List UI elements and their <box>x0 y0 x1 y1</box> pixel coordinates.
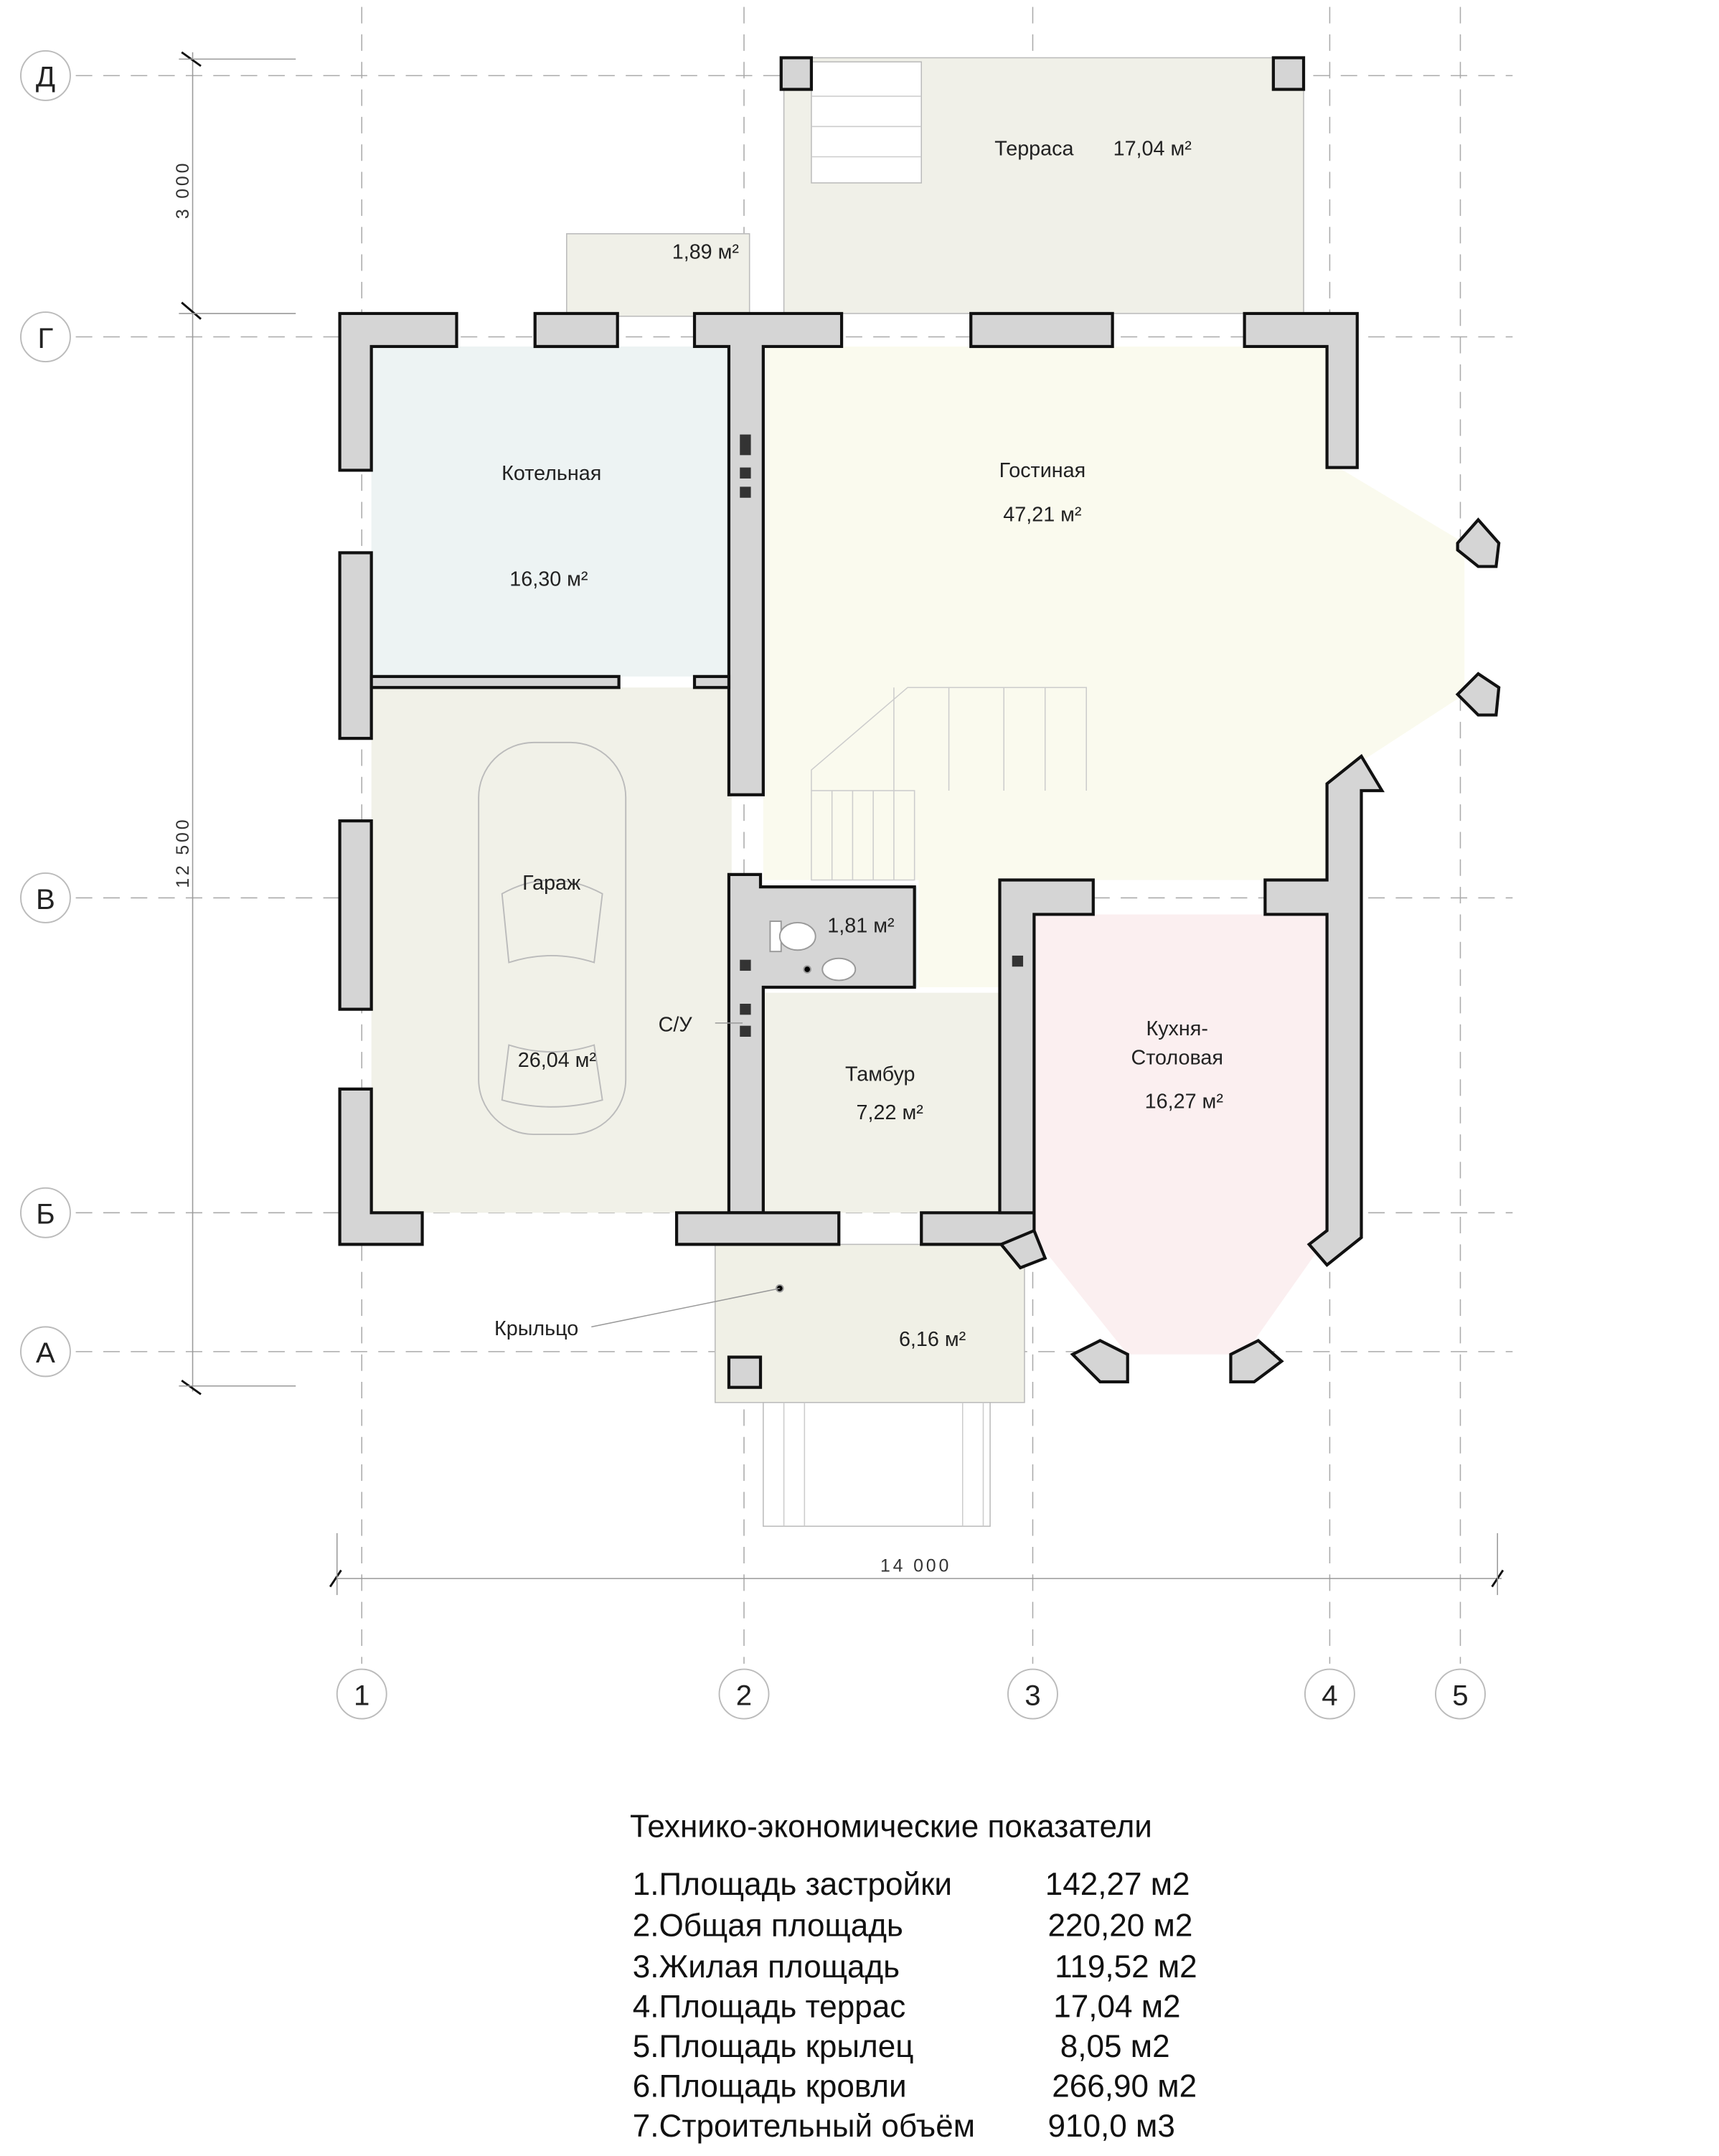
wc-name: С/У <box>659 1013 693 1036</box>
row-axis-markers: Д Г В Б А <box>20 50 71 1378</box>
indicator-label: 2.Общая площадь <box>633 1908 903 1943</box>
porch-leader-line <box>591 1287 780 1328</box>
indicator-label: 5.Площадь крылец <box>633 2029 914 2064</box>
axis-col-3: 3 <box>1025 1679 1040 1711</box>
terrace-name: Терраса <box>994 138 1073 161</box>
axis-row-v: В <box>36 883 55 915</box>
back-porch-area: 1,89 м² <box>672 240 740 263</box>
kitchen-name-line2: Столовая <box>1131 1046 1223 1069</box>
axis-row-g: Г <box>38 322 54 354</box>
indicator-label: 3.Жилая площадь <box>633 1949 900 1985</box>
indicator-value: 119,52 м2 <box>1055 1949 1197 1985</box>
walls <box>338 56 1501 1389</box>
car-icon <box>478 741 627 1136</box>
back-porch-floor <box>566 233 750 317</box>
indicator-value: 220,20 м2 <box>1048 1908 1193 1943</box>
indicator-label: 1.Площадь застройки <box>633 1867 952 1902</box>
indicator-value: 266,90 м2 <box>1052 2069 1197 2104</box>
axis-col-4: 4 <box>1322 1679 1337 1711</box>
porch-floor <box>715 1243 1025 1403</box>
garage-floor <box>371 687 732 1213</box>
indicator-value: 142,27 м2 <box>1045 1867 1190 1902</box>
dimension-14000: 14 000 <box>880 1556 951 1576</box>
wc-area: 1,81 м² <box>827 914 895 937</box>
terrace-area: 17,04 м² <box>1113 138 1192 161</box>
indicator-label: 4.Площадь террас <box>633 1989 906 2024</box>
axis-col-5: 5 <box>1452 1679 1468 1711</box>
living-room-area: 47,21 м² <box>1003 503 1082 526</box>
porch-name: Крыльцо <box>494 1317 578 1340</box>
kitchen-name-line1: Кухня- <box>1146 1017 1207 1040</box>
staircase <box>811 687 1087 881</box>
boiler-room-name: Котельная <box>501 462 601 485</box>
axis-row-d: Д <box>36 61 55 93</box>
indicator-label: 6.Площадь кровли <box>633 2069 907 2104</box>
kitchen-floor <box>1034 914 1327 1355</box>
dimension-3000: 3 000 <box>173 161 193 220</box>
axis-row-b: Б <box>36 1198 55 1230</box>
boiler-room-area: 16,30 м² <box>509 568 588 590</box>
dimension-lines: 3 000 12 500 14 000 <box>173 51 1504 1596</box>
dimension-12500: 12 500 <box>173 817 193 888</box>
porch-area: 6,16 м² <box>899 1328 966 1351</box>
column-axis-markers: 1 2 3 4 5 <box>336 1668 1486 1720</box>
kitchen-area: 16,27 м² <box>1145 1091 1224 1114</box>
technical-indicators: Технико-экономические показатели 1.Площа… <box>630 1809 1197 2144</box>
axis-col-1: 1 <box>354 1679 369 1711</box>
indicator-label: 7.Строительный объём <box>633 2109 975 2144</box>
vestibule-name: Тамбур <box>845 1063 915 1086</box>
indicator-value: 8,05 м2 <box>1060 2029 1170 2064</box>
boiler-room-floor <box>371 346 732 677</box>
axis-row-a: А <box>36 1337 55 1369</box>
axis-col-2: 2 <box>736 1679 752 1711</box>
vestibule-floor <box>763 992 1000 1213</box>
indicators-title: Технико-экономические показатели <box>630 1809 1152 1844</box>
indicator-value: 17,04 м2 <box>1053 1989 1180 2024</box>
living-room-floor <box>763 346 1465 988</box>
living-room-name: Гостиная <box>999 459 1086 482</box>
porch-steps <box>763 1402 991 1527</box>
terrace-steps <box>811 61 923 184</box>
garage-name: Гараж <box>522 872 581 895</box>
room-fills <box>371 57 1465 1527</box>
garage-area: 26,04 м² <box>518 1049 597 1072</box>
vestibule-area: 7,22 м² <box>857 1101 924 1124</box>
room-labels: Терраса 17,04 м² 1,89 м² Котельная 16,30… <box>494 138 1223 1352</box>
indicator-value: 910,0 м3 <box>1048 2109 1175 2144</box>
toilet-icon <box>769 921 857 1293</box>
